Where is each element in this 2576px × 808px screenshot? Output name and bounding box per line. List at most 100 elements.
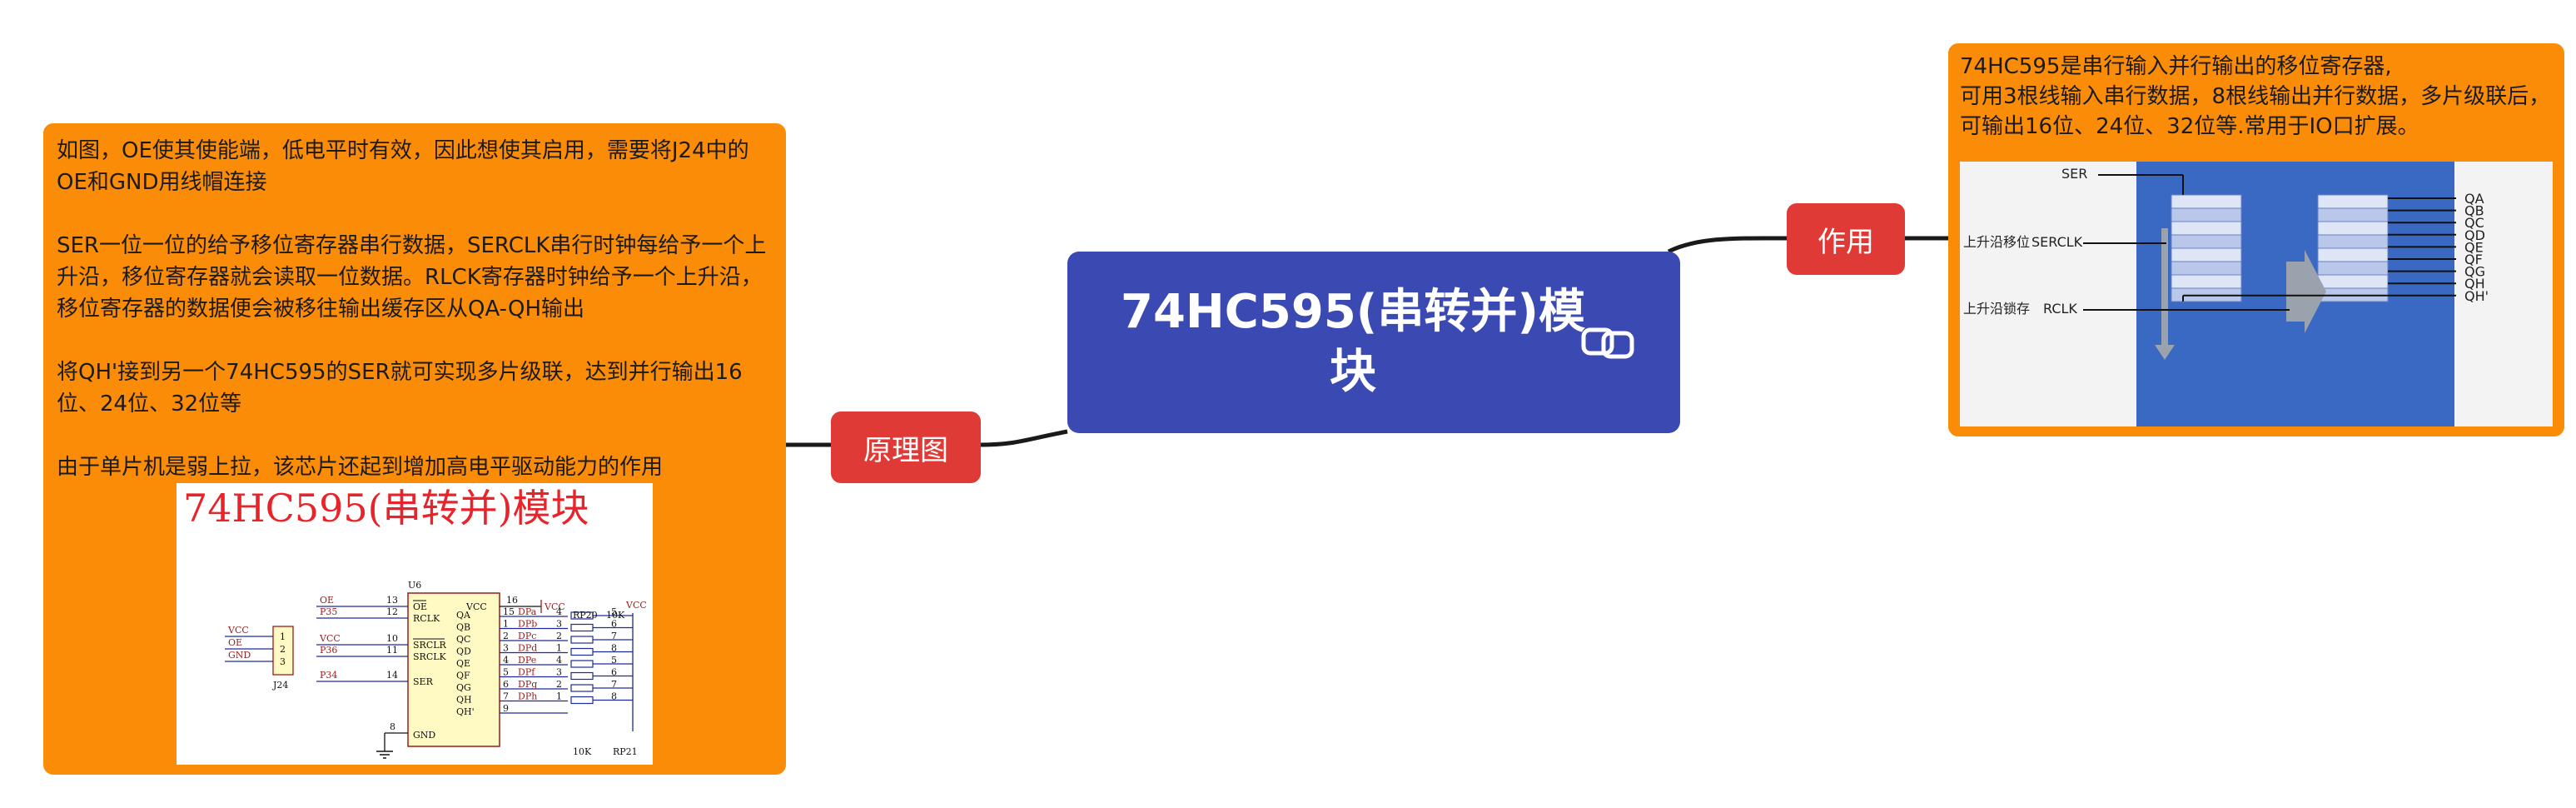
branch-function[interactable]: 作用 xyxy=(1787,203,1905,275)
pin-rclk: RCLK xyxy=(413,613,440,624)
input-rclk: RCLK xyxy=(2043,301,2077,317)
res-b-pin-6: 7 xyxy=(611,679,617,690)
header-ref: J24 xyxy=(272,680,288,691)
link-icon[interactable] xyxy=(1580,320,1635,367)
output-label-8: QH' xyxy=(2464,288,2489,304)
out-pin-0: QA xyxy=(456,610,471,621)
shift-cell-4 xyxy=(2171,247,2242,262)
input-note-shift: 上升沿移位 xyxy=(1963,234,2030,250)
latch-cell-5 xyxy=(2317,261,2389,276)
net-p35: P35 xyxy=(320,606,337,617)
out-pin-7: QH xyxy=(456,695,472,706)
pin-gnd: GND xyxy=(413,730,435,741)
pin-srclr: SRCLR xyxy=(413,640,447,651)
out-pin-num-2: 2 xyxy=(503,631,509,641)
net-vcc-chip: VCC xyxy=(544,601,565,612)
out-pin-3: QD xyxy=(456,646,471,657)
chip-ref: U6 xyxy=(408,580,421,591)
out-pin-num-6: 6 xyxy=(503,679,509,690)
out-net-5: DPf xyxy=(518,667,535,678)
function-note-card[interactable]: 74HC595是串行输入并行输出的移位寄存器, 可用3根线输入串行数据，8根线输… xyxy=(1948,43,2564,436)
out-pin-1: QB xyxy=(456,622,470,633)
res-b-pin-7: 8 xyxy=(611,691,617,702)
output-label-3: QD xyxy=(2464,227,2485,243)
out-net-7: DPh xyxy=(518,691,537,702)
out-pin-2: QC xyxy=(456,634,470,645)
out-pin-num-7: 7 xyxy=(503,691,509,702)
net-vcc-srclr: VCC xyxy=(319,633,341,644)
out-pin-6: QG xyxy=(456,682,471,693)
output-label-5: QF xyxy=(2464,252,2483,267)
rp-bottom-value: 10K xyxy=(573,746,592,757)
rp-bottom-ref: RP21 xyxy=(613,746,638,757)
res-b-pin-5: 6 xyxy=(611,667,617,678)
note-drive: 由于单片机是弱上拉，该芯片还起到增加高电平驱动能力的作用 xyxy=(57,455,664,480)
res-a-pin-0: 4 xyxy=(556,606,562,617)
shift-cell-5 xyxy=(2171,261,2242,276)
res-b-pin-1: 6 xyxy=(611,619,617,630)
pin-srclk: SRCLK xyxy=(413,651,447,662)
shift-cell-2 xyxy=(2171,221,2242,236)
header-pin-3: 3 xyxy=(280,656,286,667)
pin-num-10: 10 xyxy=(386,633,398,644)
net-p36: P36 xyxy=(320,645,337,656)
out-pin-num-5: 5 xyxy=(503,667,509,678)
latch-cell-4 xyxy=(2317,247,2389,262)
note-cascade: 将QH'接到另一个74HC595的SER就可实现多片级联，达到并行输出16位、2… xyxy=(57,360,743,416)
pin-num-8: 8 xyxy=(390,721,395,732)
input-note-latch: 上升沿锁存 xyxy=(1963,301,2030,317)
output-label-4: QE xyxy=(2464,239,2484,255)
out-pin-8: QH' xyxy=(456,706,475,717)
shift-cell-1 xyxy=(2171,207,2242,222)
pin-oe: OE xyxy=(413,601,427,612)
latch-cell-1 xyxy=(2317,207,2389,222)
res-a-pin-5: 3 xyxy=(556,667,562,678)
rp-top-value: 10K xyxy=(606,610,625,621)
pin-vcc: VCC xyxy=(465,601,487,612)
out-pin-num-3: 3 xyxy=(503,643,509,654)
rp-top-ref: RP20 xyxy=(573,610,598,621)
function-description: 74HC595是串行输入并行输出的移位寄存器, 可用3根线输入串行数据，8根线输… xyxy=(1960,54,2551,139)
output-label-2: QC xyxy=(2464,215,2484,231)
output-label-0: QA xyxy=(2464,191,2484,207)
header-net-gnd: GND xyxy=(228,650,251,661)
pin-num-14: 14 xyxy=(386,670,398,681)
output-label-7: QH xyxy=(2464,276,2485,292)
net-p34: P34 xyxy=(320,670,337,681)
shift-cell-3 xyxy=(2171,234,2242,249)
out-pin-num-4: 4 xyxy=(503,655,509,666)
central-topic[interactable]: 74HC595(串转并)模块 xyxy=(1067,252,1680,433)
note-serial-clock: SER一位一位的给予移位寄存器串行数据，SERCLK串行时钟每给予一个上升沿，移… xyxy=(57,233,767,322)
latch-cell-2 xyxy=(2317,221,2389,236)
out-net-4: DPe xyxy=(518,655,536,666)
res-a-pin-7: 1 xyxy=(556,691,562,702)
latch-cell-3 xyxy=(2317,234,2389,249)
out-pin-num-8: 9 xyxy=(503,703,509,714)
output-label-6: QG xyxy=(2464,264,2485,280)
schematic-title: 74HC595(串转并)模块 xyxy=(183,486,589,531)
latch-cell-0 xyxy=(2317,194,2389,209)
header-net-vcc: VCC xyxy=(227,625,249,636)
out-net-2: DPc xyxy=(518,631,536,641)
shift-register-diagram: SER 上升沿移位 SERCLK 上升沿锁存 RCLK QAQBQCQDQEQF… xyxy=(1960,162,2553,426)
schematic-note-card[interactable]: 如图，OE使其使能端，低电平时有效，因此想使其启用，需要将J24中的OE和GND… xyxy=(43,123,786,775)
res-b-pin-3: 8 xyxy=(611,643,617,654)
res-b-pin-2: 7 xyxy=(611,631,617,641)
pin-num-11: 11 xyxy=(386,645,398,656)
header-net-oe: OE xyxy=(228,637,242,648)
note-oe-enable: 如图，OE使其使能端，低电平时有效，因此想使其启用，需要将J24中的OE和GND… xyxy=(57,138,749,195)
input-ser: SER xyxy=(2061,166,2087,182)
out-pin-num-1: 1 xyxy=(503,619,509,630)
pin-num-13: 13 xyxy=(386,595,398,606)
branch-schematic[interactable]: 原理图 xyxy=(831,411,981,483)
res-a-pin-6: 2 xyxy=(556,679,562,690)
res-a-pin-2: 2 xyxy=(556,631,562,641)
net-vcc-right: VCC xyxy=(625,600,647,611)
pin-num-12: 12 xyxy=(386,606,398,617)
header-pin-1: 1 xyxy=(280,631,286,642)
pin-ser: SER xyxy=(413,676,434,687)
header-pin-2: 2 xyxy=(280,644,286,655)
res-b-pin-4: 5 xyxy=(611,655,617,666)
